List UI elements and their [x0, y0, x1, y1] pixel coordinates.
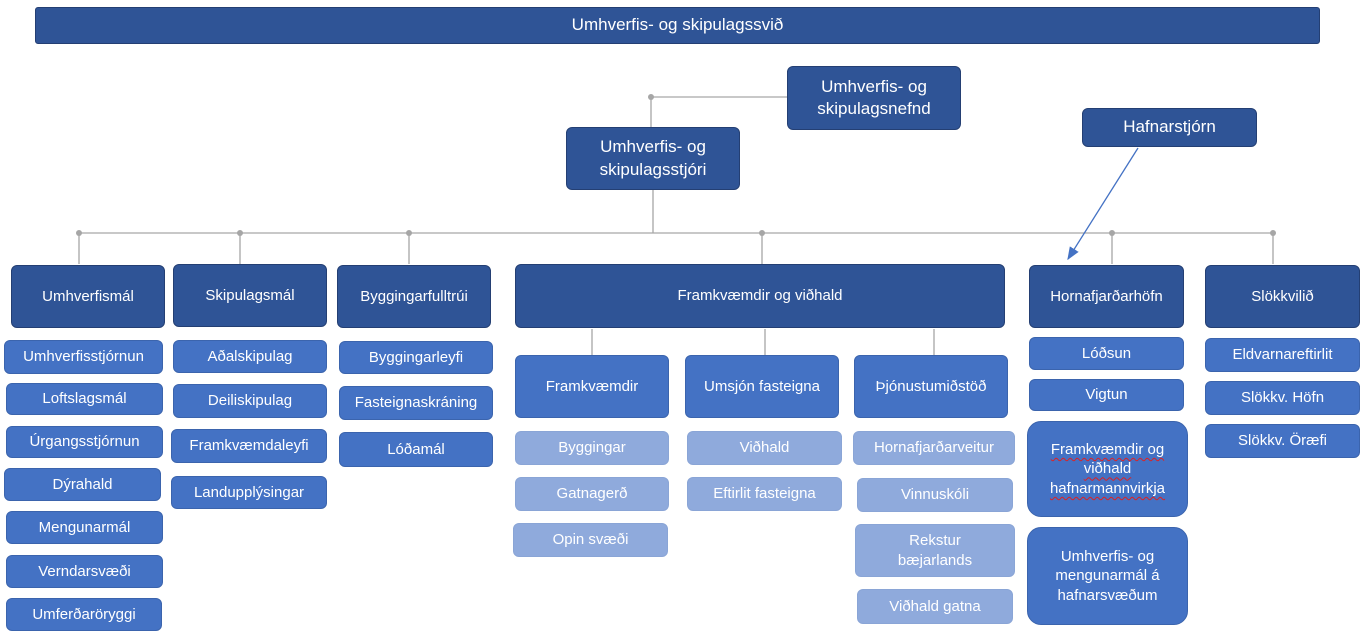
dept-planning-label: Skipulagsmál — [205, 286, 295, 304]
works-item-label: Byggingar — [558, 439, 626, 457]
environment-item-label: Umhverfisstjórnun — [23, 348, 144, 366]
fire-item: Eldvarnareftirlit — [1205, 338, 1360, 372]
works-group-label: Umsjón fasteigna — [704, 377, 820, 395]
harbour-item: Vigtun — [1029, 379, 1184, 411]
works-item-label: Vinnuskóli — [900, 486, 970, 504]
works-group-label: Þjónustumiðstöð — [875, 377, 987, 395]
dept-works-label: Framkvæmdir og viðhald — [677, 287, 843, 305]
works-item-label: Hornafjarðarveitur — [873, 439, 995, 457]
dept-fire-label: Slökkvilið — [1251, 287, 1314, 305]
works-item: Viðhald gatna — [857, 589, 1013, 624]
fire-item-label: Slökkv. Höfn — [1240, 389, 1325, 407]
works-item: Vinnuskóli — [857, 478, 1013, 512]
works-item: Viðhald — [687, 431, 842, 465]
committee-label: Umhverfis- og skipulagsnefnd — [817, 76, 931, 118]
building-item-label: Fasteignaskráning — [354, 394, 478, 412]
committee-box: Umhverfis- og skipulagsnefnd — [787, 66, 961, 130]
harbour-item-label: Lóðsun — [1081, 344, 1132, 362]
harbour-board-box: Hafnarstjórn — [1082, 108, 1257, 147]
planning-item: Framkvæmdaleyfi — [171, 429, 327, 463]
environment-item: Loftslagsmál — [6, 383, 163, 415]
planning-item-label: Landupplýsingar — [193, 483, 305, 501]
planning-item-label: Deiliskipulag — [207, 392, 293, 410]
works-item-label: Viðhald — [739, 439, 790, 457]
fire-item: Slökkv. Öræfi — [1205, 424, 1360, 458]
dept-environment: Umhverfismál — [11, 265, 165, 328]
works-group-construction: Framkvæmdir — [515, 355, 669, 418]
harbour-item-label: Framkvæmdir og viðhald hafnarmannvirkja — [1049, 440, 1166, 497]
building-item: Lóðamál — [339, 432, 493, 467]
works-item: Rekstur bæjarlands — [855, 524, 1015, 577]
building-item: Byggingarleyfi — [339, 341, 493, 374]
planning-item: Landupplýsingar — [171, 476, 327, 509]
harbour-item-label: Umhverfis- og mengunarmál á hafnarsvæðum — [1055, 547, 1160, 604]
dept-environment-label: Umhverfismál — [42, 287, 134, 305]
environment-item: Mengunarmál — [6, 511, 163, 544]
building-item: Fasteignaskráning — [339, 386, 493, 420]
building-item-label: Byggingarleyfi — [368, 348, 464, 366]
works-item: Gatnagerð — [515, 477, 669, 511]
dept-harbour-label: Hornafjarðarhöfn — [1050, 287, 1163, 305]
environment-item: Dýrahald — [4, 468, 161, 501]
fire-item: Slökkv. Höfn — [1205, 381, 1360, 415]
dept-works: Framkvæmdir og viðhald — [515, 264, 1005, 328]
planning-item: Aðalskipulag — [173, 340, 327, 373]
environment-item-label: Loftslagsmál — [42, 390, 127, 408]
dept-harbour: Hornafjarðarhöfn — [1029, 265, 1184, 328]
works-item: Eftirlit fasteigna — [687, 477, 842, 511]
fire-item-label: Eldvarnareftirlit — [1232, 346, 1333, 364]
dept-building-label: Byggingarfulltrúi — [360, 287, 468, 305]
planning-item: Deiliskipulag — [173, 384, 327, 418]
environment-item: Verndarsvæði — [6, 555, 163, 588]
works-item-label: Viðhald gatna — [889, 597, 981, 615]
works-item-label: Eftirlit fasteigna — [713, 485, 816, 503]
harbour-board-label: Hafnarstjórn — [1123, 117, 1216, 137]
harbour-item-label: Vigtun — [1085, 386, 1128, 404]
works-item: Hornafjarðarveitur — [853, 431, 1015, 465]
director-box: Umhverfis- og skipulagsstjóri — [566, 127, 740, 190]
works-group-label: Framkvæmdir — [545, 377, 639, 395]
works-item: Byggingar — [515, 431, 669, 465]
harbour-item: Framkvæmdir og viðhald hafnarmannvirkja — [1027, 421, 1188, 517]
dept-fire: Slökkvilið — [1205, 265, 1360, 328]
environment-item-label: Mengunarmál — [38, 518, 131, 536]
director-label: Umhverfis- og skipulagsstjóri — [599, 137, 707, 179]
harbour-item: Lóðsun — [1029, 337, 1184, 370]
division-banner: Umhverfis- og skipulagssvið — [35, 7, 1320, 44]
works-group-property: Umsjón fasteigna — [685, 355, 839, 418]
dept-building: Byggingarfulltrúi — [337, 265, 491, 328]
environment-item-label: Verndarsvæði — [38, 562, 131, 580]
planning-item-label: Aðalskipulag — [207, 347, 293, 365]
environment-item-label: Úrgangsstjórnun — [29, 433, 140, 451]
environment-item: Umferðaröryggi — [6, 598, 162, 631]
planning-item-label: Framkvæmdaleyfi — [189, 437, 309, 455]
environment-item-label: Umferðaröryggi — [32, 605, 136, 623]
works-item-label: Gatnagerð — [556, 485, 628, 503]
division-banner-label: Umhverfis- og skipulagssvið — [571, 15, 784, 35]
environment-item: Úrgangsstjórnun — [6, 426, 163, 458]
dept-planning: Skipulagsmál — [173, 264, 327, 327]
works-item-label: Opin svæði — [552, 531, 629, 549]
works-item: Opin svæði — [513, 523, 668, 557]
building-item-label: Lóðamál — [387, 440, 445, 458]
harbour-item: Umhverfis- og mengunarmál á hafnarsvæðum — [1027, 527, 1188, 625]
fire-item-label: Slökkv. Öræfi — [1238, 432, 1327, 450]
environment-item-label: Dýrahald — [52, 475, 113, 493]
works-group-service-center: Þjónustumiðstöð — [854, 355, 1008, 418]
works-item-label: Rekstur bæjarlands — [897, 532, 973, 569]
environment-item: Umhverfisstjórnun — [4, 340, 163, 374]
